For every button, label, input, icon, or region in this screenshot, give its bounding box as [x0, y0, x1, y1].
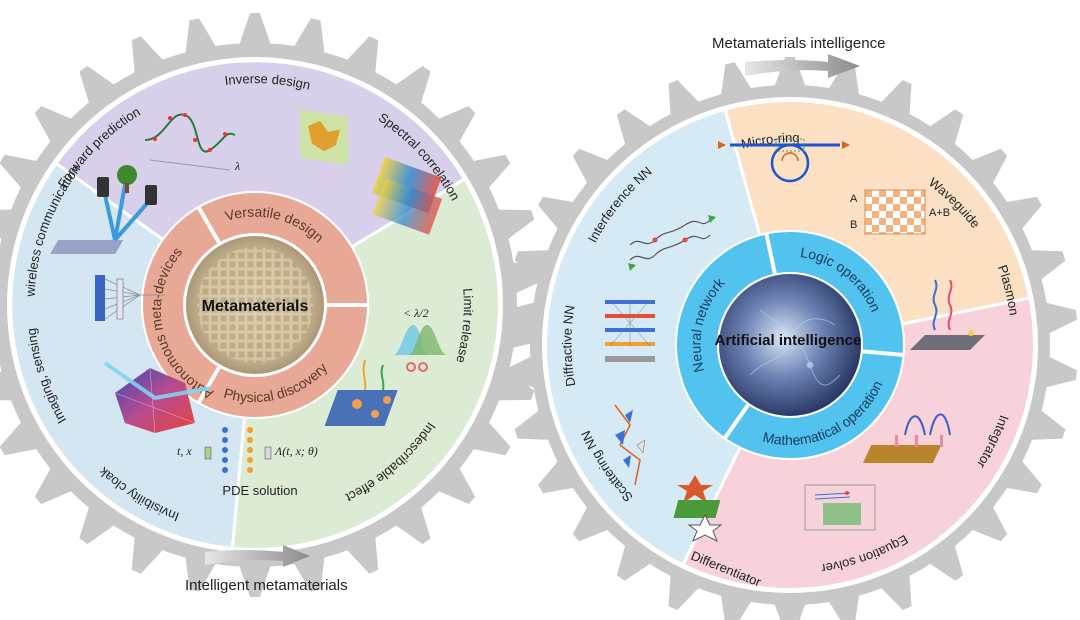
spectral-correlation-image — [372, 157, 443, 235]
right-sector-math — [683, 298, 1033, 589]
left-divider-1 — [56, 162, 164, 241]
label-diffractive-nn: Diffractive NN — [559, 304, 578, 388]
plasmon-image — [910, 279, 985, 350]
left-ring-split-3 — [197, 366, 221, 403]
right-divider-2 — [902, 296, 1029, 326]
right-inner-ring — [677, 232, 903, 458]
right-ring-split-3 — [723, 403, 750, 439]
forward-prediction-plot: λ — [144, 113, 240, 173]
differentiator-image — [673, 475, 723, 543]
scattering-nn-image — [614, 404, 646, 486]
right-ring-split-1 — [764, 234, 777, 275]
waveguide-image: A B A+B — [850, 189, 950, 235]
metamaterial-core-border — [184, 234, 326, 376]
pde-input-symbol: t, x — [177, 444, 192, 458]
micro-ring-image — [718, 138, 850, 183]
left-ring-split-1 — [197, 207, 221, 244]
lambda-symbol: λ — [234, 159, 240, 173]
imaging-sensing-image — [95, 275, 165, 321]
input-a-label: A — [850, 193, 858, 205]
input-b-label: B — [850, 219, 857, 231]
invisibility-cloak-image — [103, 361, 211, 434]
caption-metamaterials-intelligence: Metamaterials intelligence — [712, 35, 885, 52]
lambda-half-symbol: < λ/2 — [403, 306, 429, 320]
inverse-design-image — [300, 109, 348, 165]
caption-intelligent-metamaterials: Intelligent metamaterials — [185, 577, 348, 594]
intelligent-metamaterials-arrow — [205, 545, 310, 567]
interference-nn-image — [628, 215, 716, 271]
left-sector-discovery — [232, 179, 499, 548]
pde-output-symbol: Λ(t, x; θ) — [274, 444, 318, 458]
ai-core-border — [717, 272, 863, 418]
right-ring-split-2 — [862, 349, 903, 357]
metamaterials-intelligence-arrow — [745, 54, 860, 78]
right-divider-1 — [723, 110, 761, 235]
wireless-communication-image — [50, 165, 157, 254]
pde-network-image: t, x Λ(t, x; θ) — [177, 427, 318, 473]
right-gear: Artificial intelligence Logic operation … — [503, 57, 1077, 620]
label-pde-solution: PDE solution — [222, 483, 297, 498]
left-sector-autonomous — [12, 164, 245, 547]
diffractive-nn-image — [605, 299, 655, 362]
right-sector-neural — [546, 110, 760, 564]
left-sector-design — [57, 62, 464, 247]
ai-core-neurons — [749, 309, 841, 386]
left-gear: Metamaterials Versatile design Autonomou… — [0, 13, 546, 597]
ai-core-image — [718, 273, 862, 417]
indescribable-effect-image — [324, 359, 398, 426]
equation-solver-image — [804, 484, 876, 531]
left-center-label: Metamaterials — [202, 298, 309, 315]
left-divider-3 — [231, 418, 246, 548]
integrator-image — [862, 413, 951, 463]
limit-release-image: < λ/2 — [393, 306, 447, 372]
metamaterial-lattice — [197, 247, 313, 363]
right-center-label: Artificial intelligence — [715, 332, 862, 349]
output-a-plus-b-label: A+B — [929, 207, 950, 219]
